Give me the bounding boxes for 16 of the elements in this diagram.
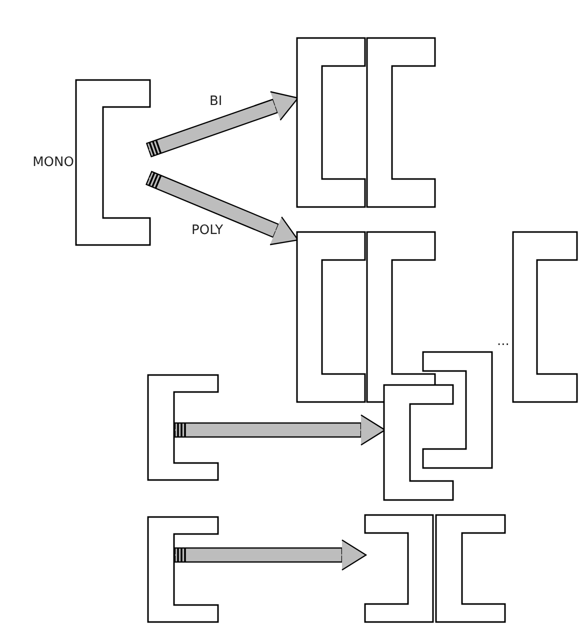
c-shape-outline (513, 232, 577, 402)
c-shape-outline (365, 515, 433, 622)
block-arrow (146, 170, 299, 246)
c-shape-outline (148, 375, 218, 480)
block-arrow (174, 414, 386, 446)
c-shape-outline (384, 385, 453, 500)
c-shape-outline (436, 515, 505, 622)
block-arrow (146, 91, 299, 158)
c-shape-outline (423, 352, 492, 468)
c-shape-outline (148, 517, 218, 622)
ellipsis-text: ... (497, 334, 510, 350)
c-shape-outline (297, 38, 365, 207)
block-arrow (174, 539, 367, 571)
c-shape-outline (367, 38, 435, 207)
node-caption: MONO (32, 154, 74, 170)
c-shape-outline (297, 232, 365, 402)
